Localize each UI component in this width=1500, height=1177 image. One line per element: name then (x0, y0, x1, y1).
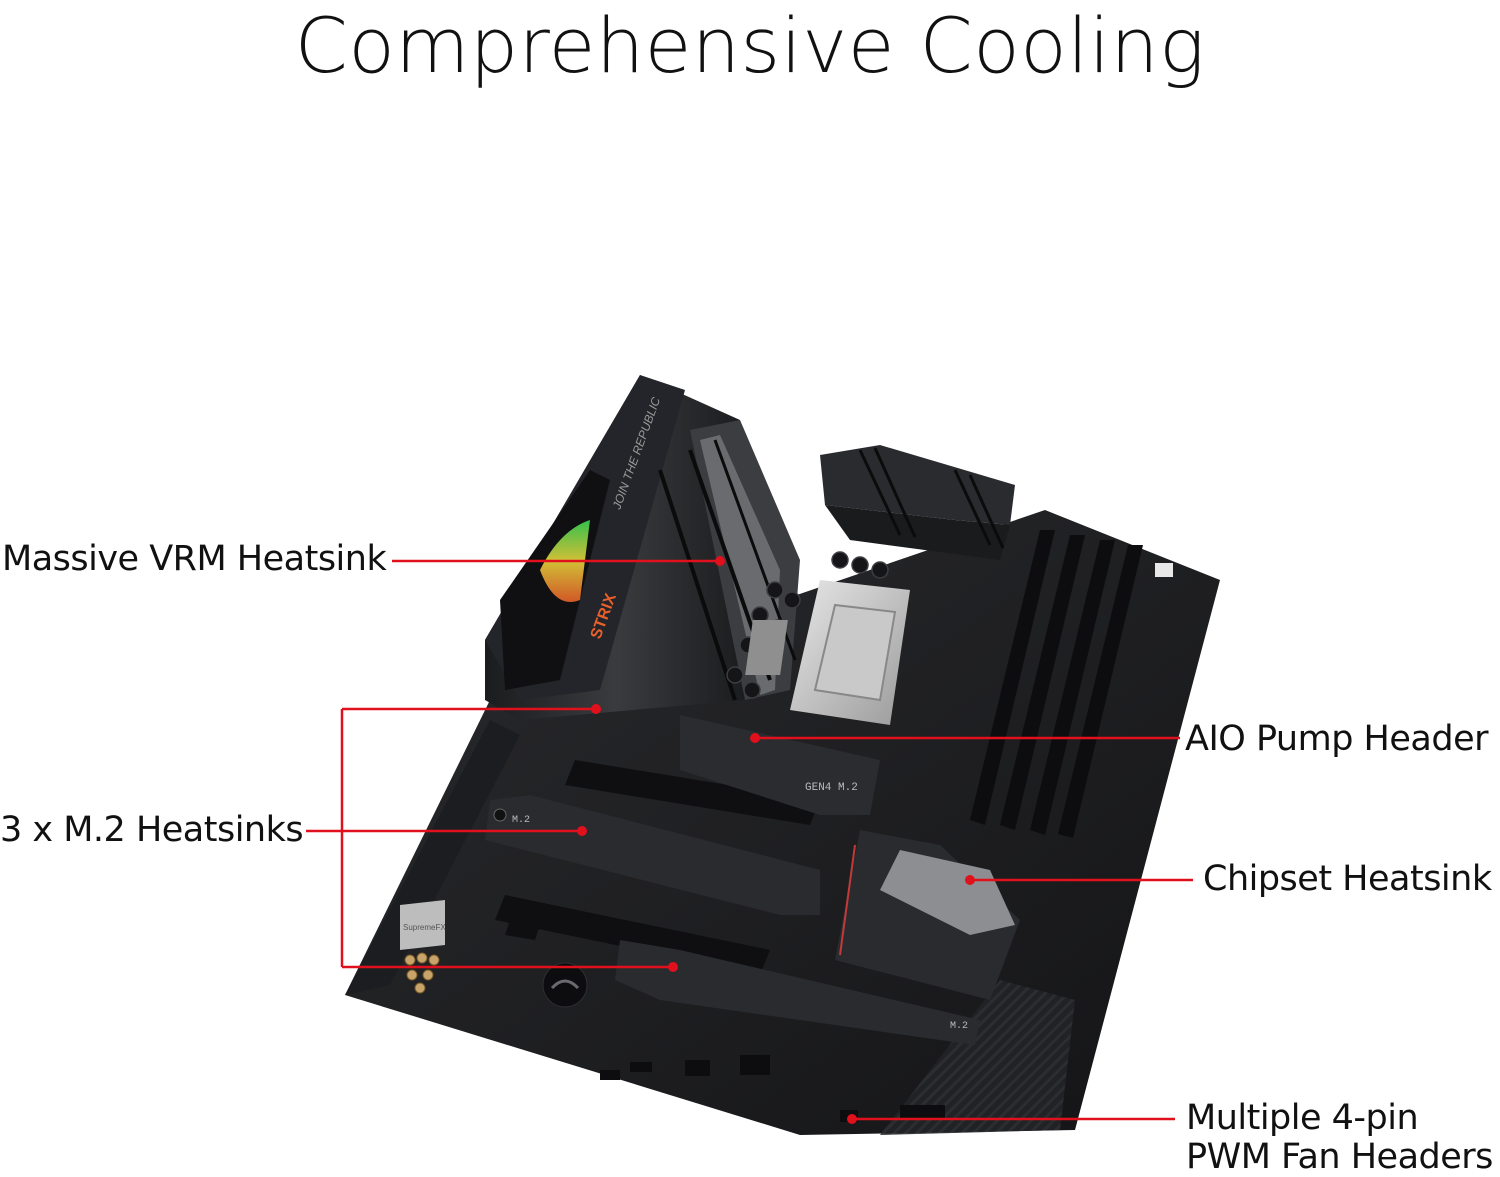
callout-aio-pump-header: AIO Pump Header (1185, 719, 1489, 759)
m2-label-2: M.2 (512, 815, 530, 826)
callout-m2-heatsinks: 3 x M.2 Heatsinks (0, 810, 304, 850)
m2-label-3: M.2 (950, 1021, 968, 1032)
callout-fan-headers-line2: PWM Fan Headers (1186, 1137, 1493, 1177)
aio-marker-dot (750, 733, 760, 743)
chipset-heatsink (835, 830, 1020, 1000)
chipset-marker-dot (965, 875, 975, 885)
fan-marker-dot (847, 1114, 857, 1124)
cpu-socket (745, 580, 910, 725)
m2-marker-dot-2 (577, 826, 587, 836)
audio-section: SupremeFX (400, 900, 588, 1008)
m2-marker-dot-3 (668, 962, 678, 972)
pcie-and-m2: GEN4 M.2 M.2 M.2 (485, 715, 980, 1045)
vrm-marker-dot (715, 556, 725, 566)
bottom-headers (600, 1055, 945, 1122)
callout-vrm-heatsink: Massive VRM Heatsink (2, 539, 387, 579)
callout-fan-headers-line1: Multiple 4-pin (1186, 1098, 1419, 1138)
dimm-slots (970, 530, 1173, 838)
page-title: Comprehensive Cooling (294, 1, 1206, 90)
cpu-top-heatsink (820, 445, 1015, 560)
callout-chipset-heatsink: Chipset Heatsink (1203, 859, 1492, 899)
m2-gen4-label: GEN4 M.2 (805, 782, 858, 794)
m2-marker-dot-1 (591, 704, 601, 714)
supremefx-chip: SupremeFX (403, 923, 446, 932)
